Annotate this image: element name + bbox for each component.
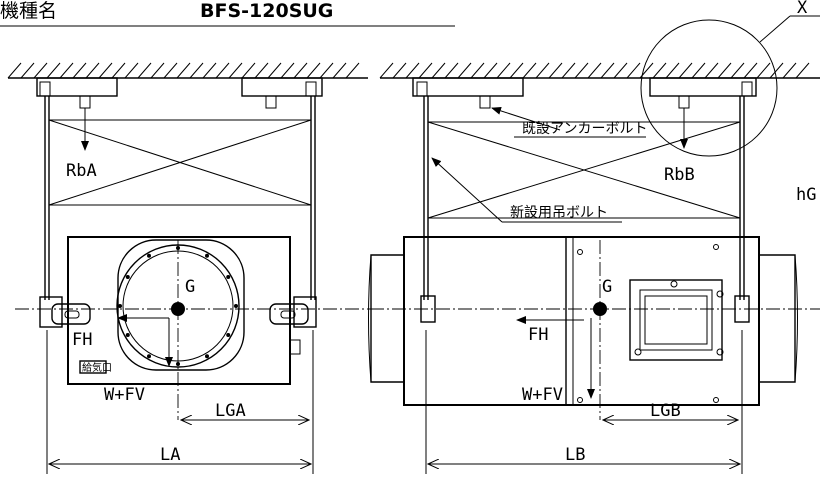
height-label: hG	[796, 185, 816, 205]
ceiling-hatch	[665, 62, 680, 79]
right-view: RbB 既設アンカーボルト 新設用吊ボルト hG	[368, 77, 820, 474]
ceiling-hatch	[561, 62, 576, 79]
title-block: 機種名 BFS-120SUG	[0, 0, 455, 27]
ceiling-hatch	[678, 62, 693, 79]
ceiling-hatch	[717, 62, 732, 79]
ceiling-hatch	[163, 62, 178, 79]
ceiling-hatch	[691, 62, 706, 79]
ceiling-hatch	[241, 62, 256, 79]
ceiling-hatch	[496, 62, 511, 79]
ceiling-hatch	[795, 62, 810, 79]
dim-lb: LB	[565, 445, 585, 465]
flange-bolt	[125, 275, 130, 279]
ceiling-hatch	[98, 62, 113, 79]
ceiling-hatch	[782, 62, 797, 79]
ceiling-hatch	[418, 62, 433, 79]
dim-lgb: LGB	[650, 401, 681, 421]
ceiling-hatch	[267, 62, 282, 79]
ceiling-hatch	[306, 62, 321, 79]
hanging-bolt-label: 新設用吊ボルト	[510, 205, 608, 221]
ceiling-hatch	[20, 62, 35, 79]
fh-label-right: FH	[528, 325, 548, 345]
ceiling-hatch	[254, 62, 269, 79]
wfv-label-right: W+FV	[522, 385, 563, 405]
flange-bolt	[205, 354, 209, 359]
detail-x-callout: X	[640, 0, 820, 157]
left-view: RbA 給気口 G FH W+FV LGA LA	[15, 77, 370, 474]
ceiling-hatch	[652, 62, 667, 79]
ceiling-hatch	[457, 62, 472, 79]
ceiling-hatch	[522, 62, 537, 79]
title-label: 機種名	[0, 0, 57, 22]
ceiling-hatch	[46, 62, 61, 79]
cg-marker-right	[593, 302, 607, 316]
ceiling-hatch	[444, 62, 459, 79]
ceiling-hatch	[769, 62, 784, 79]
ceiling-hatch	[600, 62, 615, 79]
cg-marker-left	[171, 302, 185, 316]
flange-bolt	[118, 304, 122, 308]
model-name: BFS-120SUG	[200, 0, 333, 22]
dim-la: LA	[160, 445, 180, 465]
flange-bolt	[234, 304, 238, 308]
ceiling-hatch	[483, 62, 498, 79]
ceiling-hatch	[85, 62, 100, 79]
ceiling-hatch	[574, 62, 589, 79]
ceiling	[7, 62, 820, 79]
ceiling-hatch	[228, 62, 243, 79]
ceiling-hatch	[535, 62, 550, 79]
ceiling-hatch	[431, 62, 446, 79]
wfv-label-left: W+FV	[104, 385, 145, 405]
ceiling-hatch	[215, 62, 230, 79]
ceiling-hatch	[7, 62, 22, 79]
ceiling-hatch	[587, 62, 602, 79]
ceiling-hatch	[509, 62, 524, 79]
ceiling-hatch	[470, 62, 485, 79]
ceiling-hatch	[124, 62, 139, 79]
ceiling-hatch	[756, 62, 771, 79]
ceiling-hatch	[280, 62, 295, 79]
ceiling-hatch	[137, 62, 152, 79]
ceiling-hatch	[176, 62, 191, 79]
flange-bolt	[226, 333, 231, 337]
flange-bolt	[125, 333, 130, 337]
ceiling-hatch	[392, 62, 407, 79]
ceiling-hatch	[743, 62, 758, 79]
ceiling-hatch	[332, 62, 347, 79]
ceiling-hatch	[730, 62, 745, 79]
ceiling-hatch	[293, 62, 308, 79]
ceiling-hatch	[59, 62, 74, 79]
dim-lga: LGA	[215, 401, 246, 421]
ceiling-hatch	[548, 62, 563, 79]
detail-mark: X	[797, 0, 808, 18]
flange-bolt	[147, 253, 151, 258]
ceiling-hatch	[639, 62, 654, 79]
ceiling-hatch	[405, 62, 420, 79]
flange-bolt	[226, 275, 231, 279]
ceiling-hatch	[345, 62, 360, 79]
cg-label-left: G	[185, 277, 195, 297]
ceiling-hatch	[626, 62, 641, 79]
cg-label-right: G	[602, 277, 612, 297]
port-label: 給気口	[82, 361, 112, 374]
ceiling-hatch	[150, 62, 165, 79]
fh-label-left: FH	[72, 330, 92, 350]
ceiling-hatch	[613, 62, 628, 79]
ceiling-hatch	[202, 62, 217, 79]
ceiling-hatch	[111, 62, 126, 79]
anchor-bolt-label: 既設アンカーボルト	[522, 121, 647, 137]
flange-bolt	[147, 354, 151, 359]
flange-bolt	[205, 253, 209, 258]
ceiling-hatch	[33, 62, 48, 79]
reaction-rba: RbA	[66, 161, 97, 181]
ceiling-hatch	[189, 62, 204, 79]
ceiling-hatch	[319, 62, 334, 79]
reaction-rbb: RbB	[664, 165, 695, 185]
ceiling-hatch	[704, 62, 719, 79]
ceiling-hatch	[379, 62, 394, 79]
ceiling-hatch	[72, 62, 87, 79]
